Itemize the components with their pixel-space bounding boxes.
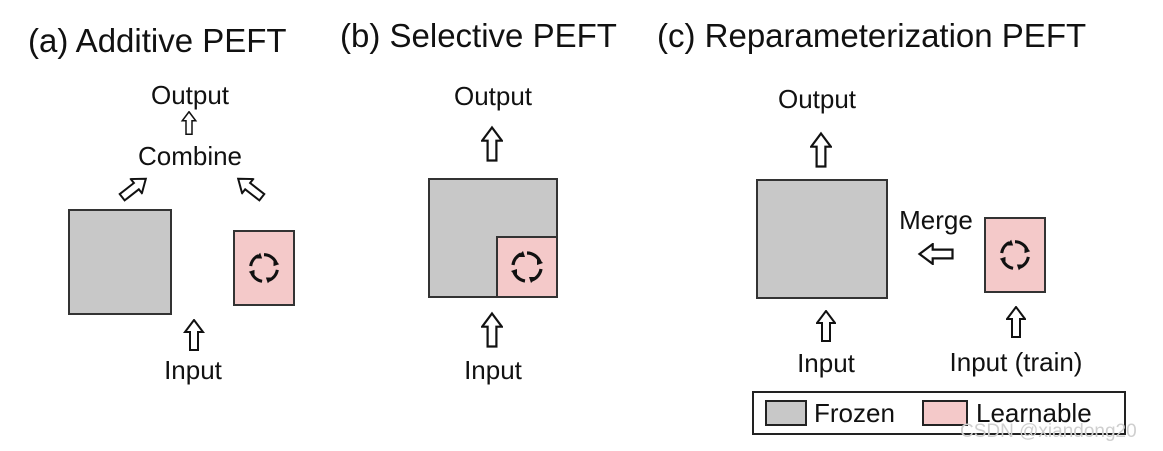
- legend-frozen-label: Frozen: [814, 398, 895, 428]
- panel-a-input-arrow-icon: [183, 319, 205, 351]
- panel-c-output-label: Output: [777, 84, 857, 114]
- panel-c-output-arrow-icon: [810, 132, 832, 168]
- panel-c-merge-label: Merge: [899, 205, 973, 235]
- panel-a-input-label: Input: [164, 355, 222, 385]
- panel-b-rotating-arrows-icon: [509, 249, 545, 285]
- panel-a-left-diagonal-arrow-icon: [115, 170, 153, 206]
- panel-c-input-label: Input: [797, 348, 855, 378]
- panel-a-combine-label: Combine: [137, 141, 243, 171]
- panel-b-input-arrow-icon: [481, 312, 503, 348]
- panel-a-frozen-block: [68, 209, 172, 315]
- panel-b-learnable-block: [496, 236, 558, 298]
- panel-b-output-arrow-icon: [481, 126, 503, 162]
- panel-a-right-diagonal-arrow-icon: [231, 170, 269, 206]
- panel-c-learnable-block: [984, 217, 1046, 293]
- panel-a-rotating-arrows-icon: [247, 251, 281, 285]
- legend-frozen-swatch: [765, 400, 807, 426]
- legend-learnable-swatch: [922, 400, 968, 426]
- panel-c-merge-arrow-icon: [917, 243, 955, 265]
- legend-learnable-label: Learnable: [976, 398, 1092, 428]
- panel-a-title: (a) Additive PEFT: [28, 22, 287, 59]
- panel-b-title: (b) Selective PEFT: [340, 17, 617, 54]
- panel-b-output-label: Output: [453, 81, 533, 111]
- panel-c-input-arrow-icon: [816, 310, 836, 342]
- panel-a-output-label: Output: [150, 80, 230, 110]
- watermark: CSDN @xiandong20: [960, 421, 1137, 442]
- panel-c-frozen-block: [756, 179, 888, 299]
- panel-a-output-arrow-icon: [181, 111, 197, 135]
- panel-c-title: (c) Reparameterization PEFT: [657, 17, 1087, 54]
- panel-c-input-train-arrow-icon: [1006, 306, 1026, 338]
- panel-a-learnable-block: [233, 230, 295, 306]
- panel-b-input-label: Input: [464, 355, 522, 385]
- panel-c-input-train-label: Input (train): [949, 347, 1083, 377]
- panel-c-rotating-arrows-icon: [998, 238, 1032, 272]
